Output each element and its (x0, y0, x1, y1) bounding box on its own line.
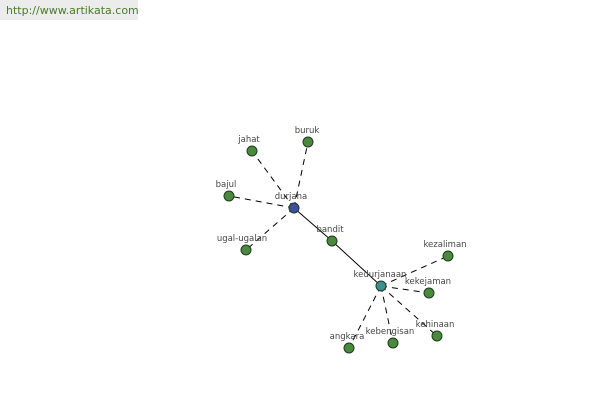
node-kekejaman[interactable] (423, 287, 435, 299)
node-durjana[interactable] (288, 202, 300, 214)
edge-durjana-bandit (293, 207, 333, 242)
label-kezaliman: kezaliman (423, 240, 466, 250)
nodes: jahat buruk bajul ugal-ugalan bandit dur… (216, 126, 467, 354)
label-kekejaman: kekejaman (405, 277, 451, 287)
label-angkara: angkara (330, 332, 365, 342)
edge-kedurjanaan-kekejaman (380, 285, 430, 294)
edge-durjana-buruk (293, 141, 309, 209)
node-kehinaan[interactable] (431, 330, 443, 342)
edge-durjana-jahat (251, 150, 295, 209)
edge-durjana-bajul (228, 195, 295, 209)
watermark-url[interactable]: http://www.artikata.com (0, 0, 139, 20)
node-kedurjanaan[interactable] (375, 280, 387, 292)
label-buruk: buruk (295, 126, 320, 136)
label-kehinaan: kehinaan (416, 320, 455, 330)
label-bajul: bajul (216, 180, 237, 190)
node-jahat[interactable] (246, 145, 258, 157)
edge-bandit-kedurjanaan (331, 240, 382, 287)
edge-kedurjanaan-kehinaan (380, 285, 438, 337)
label-jahat: jahat (237, 135, 260, 145)
edge-kedurjanaan-kebengisan (380, 285, 394, 344)
node-kebengisan[interactable] (387, 337, 399, 349)
edge-kedurjanaan-angkara (348, 285, 382, 349)
label-durjana: durjana (275, 192, 307, 202)
edges (228, 141, 449, 349)
node-buruk[interactable] (302, 136, 314, 148)
node-kezaliman[interactable] (442, 250, 454, 262)
label-kebengisan: kebengisan (366, 327, 415, 337)
node-angkara[interactable] (343, 342, 355, 354)
edge-kedurjanaan-kezaliman (380, 255, 449, 287)
label-ugal-ugalan: ugal-ugalan (217, 234, 267, 244)
node-ugal-ugalan[interactable] (240, 244, 252, 256)
label-bandit: bandit (316, 225, 344, 235)
node-bandit[interactable] (326, 235, 338, 247)
node-bajul[interactable] (223, 190, 235, 202)
label-kedurjanaan: kedurjanaan (354, 270, 407, 280)
